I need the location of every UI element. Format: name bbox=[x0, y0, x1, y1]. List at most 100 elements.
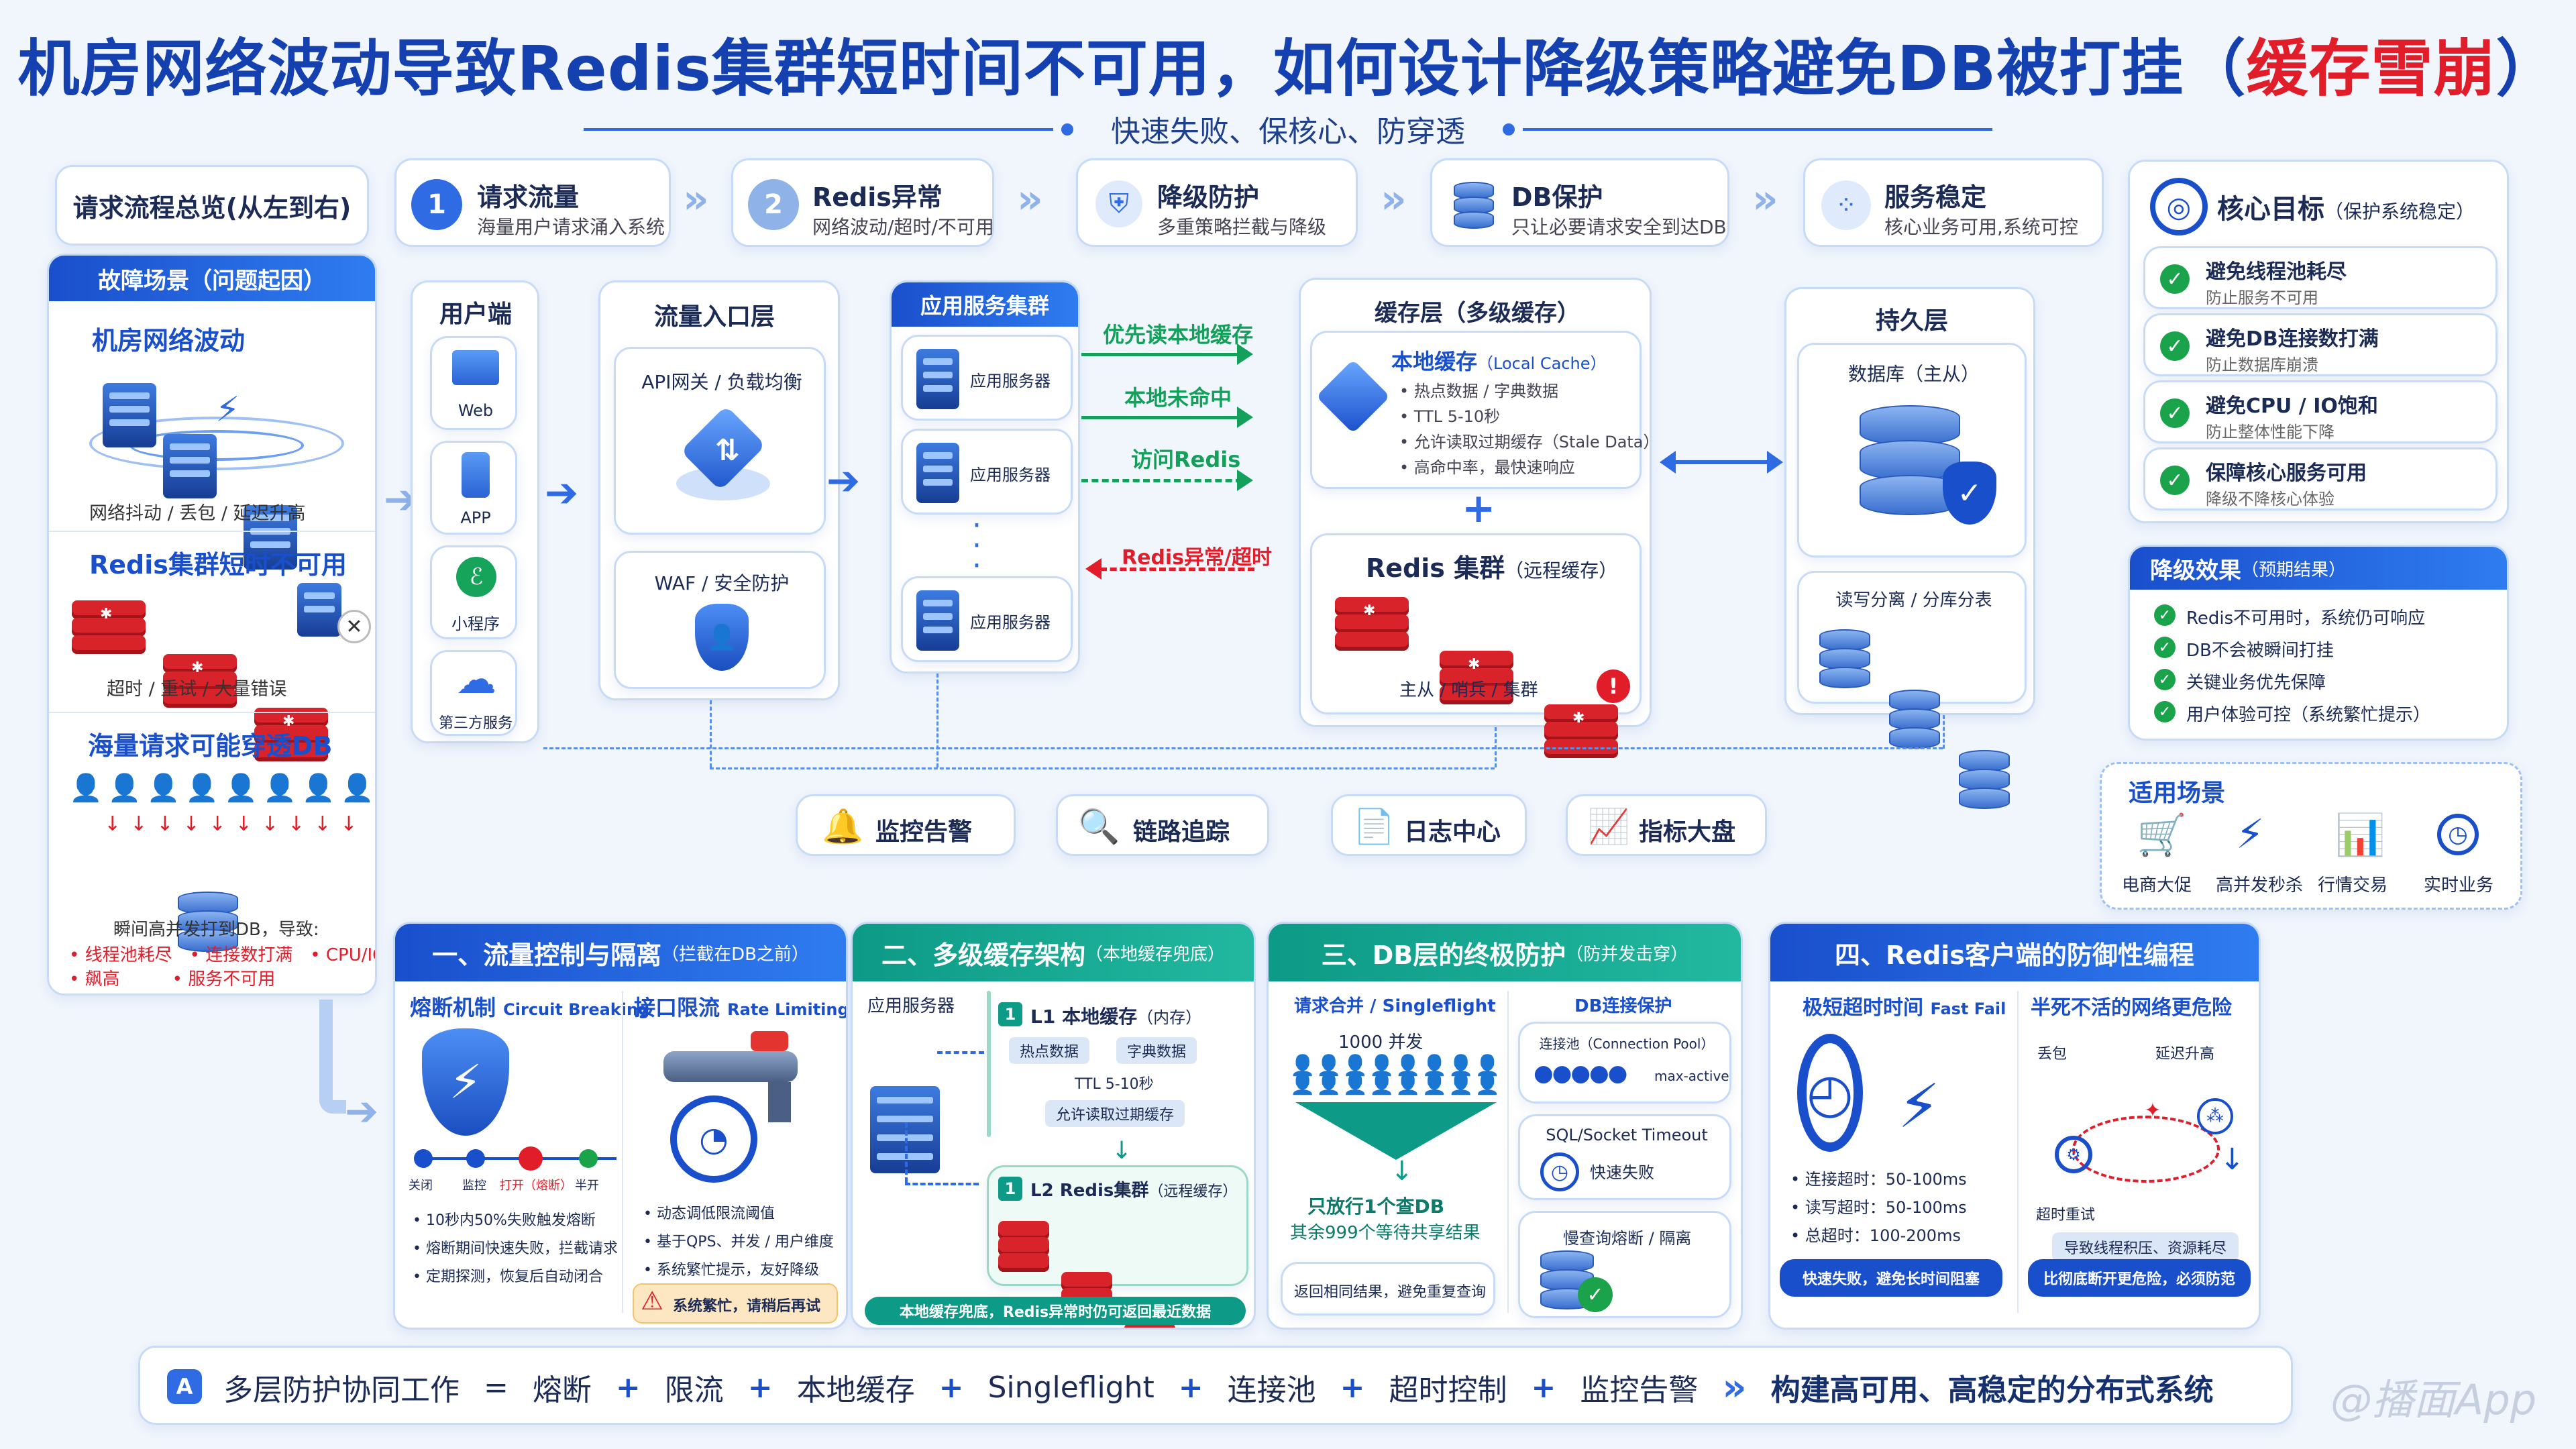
panel-flow-control: 一、流量控制与隔离（拦截在DB之前） 熔断机制 Circuit Breaking… bbox=[393, 922, 848, 1330]
ttl-label: TTL 5-10秒 bbox=[1075, 1076, 1154, 1093]
link-arrow bbox=[905, 1122, 908, 1183]
flow-label-redis-error: Redis异常/超时 bbox=[1122, 546, 1273, 570]
singleflight-wait: 其余999个等待共享结果 bbox=[1290, 1223, 1481, 1243]
api-gateway-box: API网关 / 负载均衡 ⇅ bbox=[614, 347, 826, 535]
app-server-label: 应用服务器 bbox=[970, 466, 1051, 484]
warning-icon: ! bbox=[1597, 669, 1630, 703]
timeout-box: SQL/Socket Timeout ◷ 快速失败 bbox=[1518, 1114, 1731, 1200]
rw-split-box: 读写分离 / 分库分表 bbox=[1797, 571, 2027, 809]
lightning-icon: ⚡ bbox=[1898, 1071, 1941, 1142]
step-desc: 海量用户请求涌入系统 bbox=[477, 216, 665, 238]
pool-label: 连接池（Connection Pool） bbox=[1539, 1036, 1715, 1052]
check-icon: ✓ bbox=[2154, 604, 2176, 626]
app-cluster-panel: 应用服务集群 应用服务器 应用服务器 ··· 应用服务器 bbox=[890, 280, 1080, 674]
step-title: 服务稳定 bbox=[1884, 182, 1987, 212]
panel-client-defense: 四、Redis客户端的防御性编程 极短超时时间 Fast Fail ◴ ⚡ • … bbox=[1768, 922, 2261, 1330]
cart-icon: 🛒 bbox=[2137, 812, 2187, 859]
redis-down-desc: 超时 / 重试 / 大量错误 bbox=[107, 679, 287, 700]
chevron-right-icon: » bbox=[1017, 176, 1043, 223]
arrow-right-icon: ➔ bbox=[826, 458, 861, 504]
log-center[interactable]: 📄 日志中心 bbox=[1331, 794, 1527, 856]
arrow-down-icon: ↓ bbox=[1112, 1137, 1132, 1165]
arrow-right-icon: ➔ bbox=[345, 1088, 379, 1135]
step-degrade: ⛨ 降级防护 多重策略拦截与降级 bbox=[1076, 158, 1358, 247]
flow-connector bbox=[319, 1000, 346, 1114]
busy-warning: ⚠ 系统繁忙，请稍后再试 bbox=[633, 1283, 838, 1324]
arrowhead-icon bbox=[1237, 470, 1253, 491]
double-chevron-icon: » bbox=[1722, 1365, 1747, 1409]
api-gateway-label: API网关 / 负载均衡 bbox=[641, 371, 802, 393]
persist-title: 持久层 bbox=[1875, 307, 1948, 335]
faucet-gauge-icon: ◔ bbox=[650, 1031, 824, 1183]
effect-item: 用户体验可控（系统繁忙提示） bbox=[2186, 705, 2431, 725]
redis-roles: 主从 / 哨兵 / 集群 bbox=[1399, 680, 1538, 700]
arrows-down-icon: ↓↓↓↓↓↓↓↓↓↓ bbox=[104, 812, 367, 836]
multicache-summary: 本地缓存兜底，Redis异常时仍可返回最近数据 bbox=[865, 1297, 1246, 1325]
bar-chart-icon: 📊 bbox=[2335, 812, 2385, 859]
monitor-line bbox=[1495, 727, 1497, 767]
cloud-icon: ☁ bbox=[456, 656, 496, 703]
users-icon: 👤👤👤👤👤👤👤👤👤👤👤👤👤👤👤👤 bbox=[1290, 1054, 1501, 1096]
client-panel: 用户端 Web APP ℰ 小程序 ☁ 第三方服务 bbox=[411, 280, 539, 743]
panel-title-sub: （防并发击穿） bbox=[1566, 944, 1688, 965]
phone-icon bbox=[462, 452, 490, 498]
footer-item: 监控告警 bbox=[1580, 1373, 1699, 1407]
step-desc: 网络波动/超时/不可用 bbox=[812, 216, 994, 238]
monitor-label: 日志中心 bbox=[1404, 818, 1501, 846]
check-icon: ✓ bbox=[2154, 637, 2176, 658]
metrics-board[interactable]: 📈 指标大盘 bbox=[1566, 794, 1767, 856]
footer-badge: A bbox=[167, 1369, 202, 1404]
plus-sign: + bbox=[1462, 485, 1496, 532]
network-jitter-desc: 网络抖动 / 丢包 / 延迟升高 bbox=[89, 503, 306, 524]
server-icon bbox=[916, 443, 959, 503]
client-web: Web bbox=[430, 336, 517, 430]
arrowhead-icon bbox=[1237, 343, 1253, 365]
step-title: 降级防护 bbox=[1157, 182, 1260, 212]
database-label: 数据库（主从） bbox=[1847, 363, 1980, 385]
singleflight-result: 返回相同结果，避免重复查询 bbox=[1281, 1262, 1495, 1316]
fastfail-en: Fast Fail bbox=[1930, 1000, 2006, 1018]
timeout-label: SQL/Socket Timeout bbox=[1546, 1126, 1708, 1144]
effect-title: 降级效果 bbox=[2150, 557, 2241, 584]
lightning-icon: ⚡ bbox=[2236, 811, 2265, 858]
link-arrow bbox=[905, 1183, 979, 1185]
effect-item: DB不会被瞬间打挂 bbox=[2186, 641, 2334, 661]
stopwatch-icon: ◴ bbox=[1797, 1034, 1863, 1152]
monitor-alert[interactable]: 🔔 监控告警 bbox=[796, 794, 1016, 856]
goal-item: ✓避免CPU / IO饱和防止整体性能下降 bbox=[2143, 380, 2498, 443]
waf-label: WAF / 安全防护 bbox=[654, 572, 790, 594]
footer-goal: 构建高可用、高稳定的分布式系统 bbox=[1770, 1373, 2214, 1407]
subtitle-dot-right bbox=[1503, 123, 1515, 136]
packet-loss-label: 丢包 bbox=[2037, 1046, 2068, 1063]
plus-sign: + bbox=[747, 1370, 773, 1405]
step-stable: ⁘ 服务稳定 核心业务可用,系统可控 bbox=[1803, 158, 2104, 247]
scene-label: 行情交易 bbox=[2318, 875, 2388, 896]
circuit-bullets: • 10秒内50%失败触发熔断• 熔断期间快速失败，拦截请求• 定期探测，恢复后… bbox=[413, 1212, 618, 1285]
users-icon: 👤👤👤👤👤👤👤👤 bbox=[69, 773, 377, 804]
rate-limit-en: Rate Limiting bbox=[727, 1000, 848, 1019]
monitor-label: 监控告警 bbox=[875, 818, 973, 846]
database-icon bbox=[1819, 629, 1870, 690]
l1-sub: （内存） bbox=[1137, 1008, 1202, 1027]
state-label: 半开 bbox=[575, 1179, 599, 1193]
panel-title-sub: （拦截在DB之前） bbox=[661, 944, 809, 965]
monitor-line bbox=[710, 767, 1495, 769]
flow-arrow bbox=[1081, 416, 1242, 419]
cube-icon bbox=[1316, 359, 1391, 434]
overview-label: 请求流程总览(从左到右) bbox=[55, 165, 369, 246]
check-icon: ✓ bbox=[2160, 331, 2190, 361]
fault-panel-head: 故障场景（问题起因） bbox=[49, 256, 375, 301]
flow-label-miss: 本地未命中 bbox=[1124, 385, 1232, 411]
max-active-label: max-active bbox=[1654, 1068, 1729, 1084]
document-icon: 📄 bbox=[1353, 807, 1395, 846]
tag: 字典数据 bbox=[1116, 1037, 1197, 1064]
level-badge: 1 bbox=[998, 1177, 1022, 1201]
state-line bbox=[415, 1157, 616, 1160]
step-number-icon: 1 bbox=[411, 179, 462, 230]
app-server: 应用服务器 bbox=[901, 429, 1073, 515]
trace[interactable]: 🔍 链路追踪 bbox=[1056, 794, 1269, 856]
footer-bar: A 多层防护协同工作 = 熔断+ 限流+ 本地缓存+ Singleflight+… bbox=[138, 1346, 2293, 1425]
effect-item: 关键业务优先保障 bbox=[2186, 673, 2326, 693]
monitor-line bbox=[710, 700, 712, 767]
step-redis-error: 2 Redis异常 网络波动/超时/不可用 bbox=[731, 158, 994, 247]
